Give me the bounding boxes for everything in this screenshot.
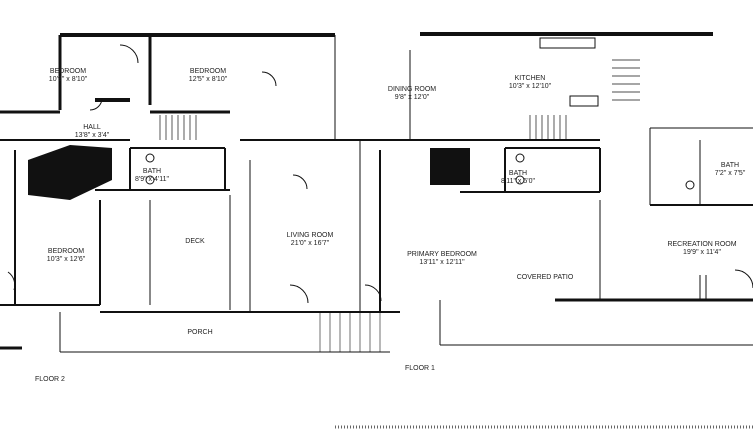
room-label-bath-floor2: BATH 8'9" x 4'11" [135, 168, 169, 184]
room-name: COVERED PATIO [516, 274, 574, 281]
room-dims: 7'2" x 7'5" [714, 170, 746, 177]
room-name: DINING ROOM [387, 86, 437, 93]
room-name: BEDROOM [47, 248, 85, 255]
room-name: RECREATION ROOM [667, 241, 737, 248]
room-name: BATH [508, 170, 528, 177]
room-label-bedroom-top-left: BEDROOM 10'9" x 8'10" [49, 68, 87, 84]
room-label-kitchen: KITCHEN 10'3" x 12'10" [509, 75, 551, 91]
room-label-bedroom-top-mid: BEDROOM 12'5" x 8'10" [189, 68, 227, 84]
room-name: BATH [720, 162, 740, 169]
room-label-covered-patio: COVERED PATIO [517, 274, 574, 282]
room-name: HALL [83, 124, 101, 131]
room-dims: 8'9" x 4'11" [135, 176, 169, 183]
room-dims: 10'3" x 12'10" [508, 83, 552, 90]
room-dims: 10'9" x 8'10" [48, 76, 88, 83]
room-name: DECK [185, 238, 205, 245]
room-dims: 10'3" x 12'6" [46, 256, 86, 263]
room-label-deck: DECK [185, 238, 204, 246]
room-label-dining-room: DINING ROOM 9'8" x 12'0" [388, 86, 436, 102]
room-dims: 12'5" x 8'10" [188, 76, 228, 83]
room-dims: 13'8" x 3'4" [74, 132, 110, 139]
room-name: KITCHEN [514, 75, 546, 82]
room-dims: 13'11" x 12'11" [419, 259, 465, 266]
room-label-bedroom-lower-left: BEDROOM 10'3" x 12'6" [47, 248, 85, 264]
room-dims: 8'11" x 5'0" [501, 178, 535, 185]
room-name: LIVING ROOM [286, 232, 334, 239]
floor-label-2: FLOOR 2 [35, 376, 65, 383]
room-label-recreation-room: RECREATION ROOM 19'9" x 11'4" [667, 241, 736, 257]
room-dims: 21'0" x 16'7" [290, 240, 330, 247]
room-label-bath-right: BATH 7'2" x 7'5" [715, 162, 746, 178]
room-name: BEDROOM [189, 68, 227, 75]
room-name: BEDROOM [49, 68, 87, 75]
room-dims: 9'8" x 12'0" [394, 94, 430, 101]
floor-label-1: FLOOR 1 [405, 365, 435, 372]
room-name: BATH [142, 168, 162, 175]
room-label-porch: PORCH [187, 329, 212, 337]
room-name: PORCH [187, 329, 213, 336]
room-label-living-room: LIVING ROOM 21'0" x 16'7" [287, 232, 334, 248]
room-label-primary-bedroom: PRIMARY BEDROOM 13'11" x 12'11" [407, 251, 477, 267]
room-name: PRIMARY BEDROOM [407, 251, 477, 258]
room-dims: 19'9" x 11'4" [683, 249, 721, 256]
room-label-bath-floor1: BATH 8'11" x 5'0" [501, 170, 535, 186]
room-label-hall: HALL 13'8" x 3'4" [75, 124, 110, 140]
